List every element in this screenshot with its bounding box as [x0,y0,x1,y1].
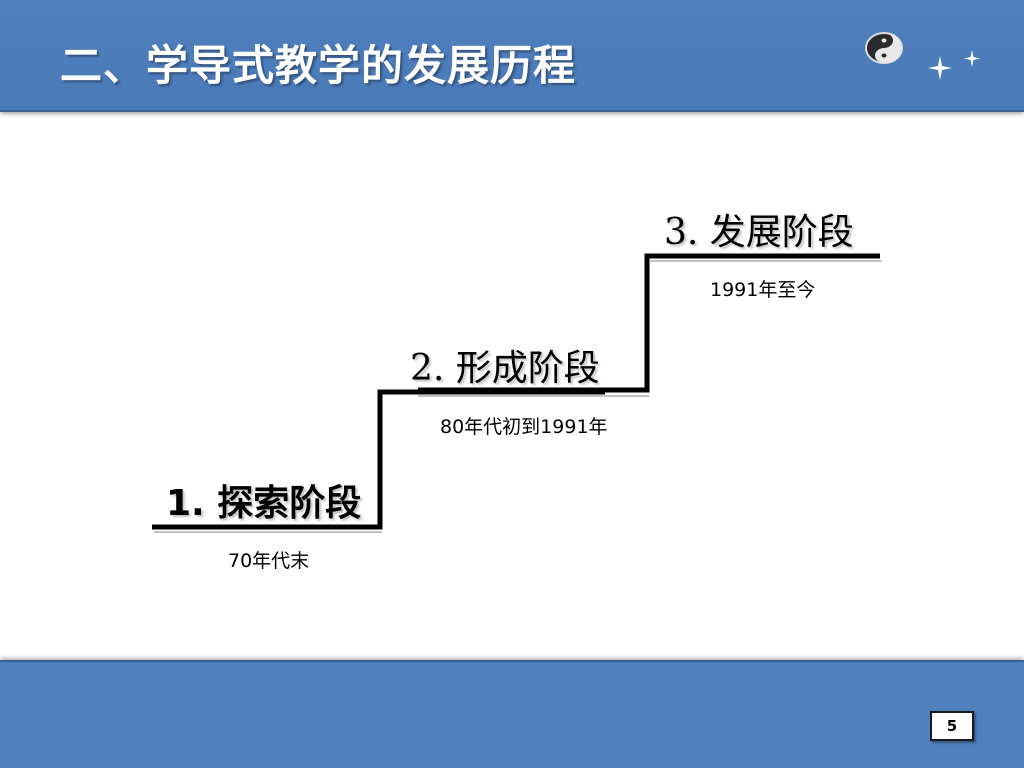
page-number: 5 [930,711,974,741]
yin-yang-icon [865,32,903,64]
sparkle-icon [928,50,980,80]
slide-title: 二、学导式教学的发展历程 [60,41,577,90]
stage-2-title: 2. 形成阶段 [410,348,600,389]
staircase-line [418,253,880,393]
stage-1-title: 1. 探索阶段 [166,483,362,524]
stage-3-period: 1991年至今 [710,279,816,301]
stage-1-period: 70年代末 [228,550,310,572]
header-bar: 二、学导式教学的发展历程 [0,0,1024,112]
stage-2-period: 80年代初到1991年 [440,416,608,438]
stage-3-title: 3. 发展阶段 [664,212,854,253]
footer-bar [0,660,1024,768]
